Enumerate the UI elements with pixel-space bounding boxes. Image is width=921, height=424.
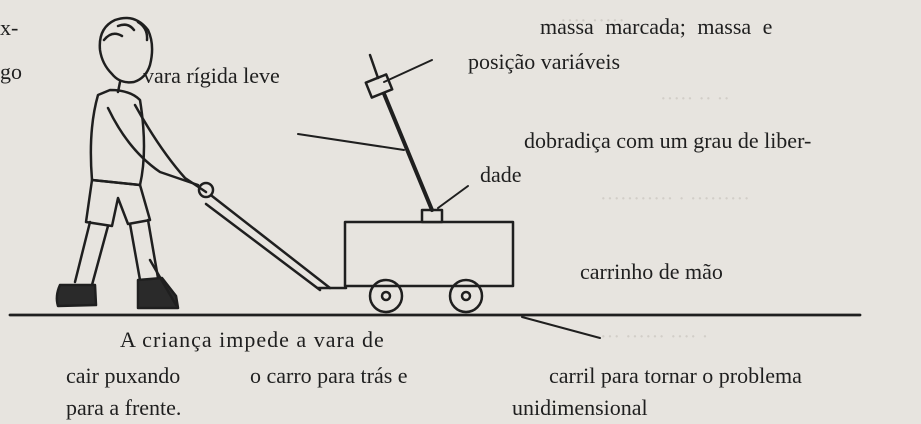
label-hinge-line1: dobradiça com um grau de liber- [524, 128, 812, 153]
label-hinge-line2: dade [480, 162, 522, 187]
rigid-rod [378, 82, 434, 212]
leader-mass [383, 59, 433, 83]
cart-wheel-left [368, 278, 404, 314]
caption-child-line2a: cair puxando [66, 363, 181, 388]
caption-rail-line1: carril para tornar o problema [549, 363, 802, 388]
leader-rail [521, 316, 601, 339]
cart-handle [210, 194, 332, 290]
leader-hinge [437, 185, 469, 209]
caption-child-line2b: o carro para trás e [250, 363, 408, 388]
caption-child-line1: A criança impede a vara de [120, 327, 385, 352]
bleed-through-text: ··········· · ········· [600, 188, 750, 210]
label-rod: vara rígida leve [143, 63, 280, 88]
bleed-through-text: ····· ·· ·· [660, 88, 730, 110]
child-figure [55, 16, 215, 310]
label-mass-line1: massa marcada; massa e [540, 14, 773, 39]
leader-rod [297, 133, 405, 151]
label-mass-line2: posição variáveis [468, 49, 621, 74]
cut-fragment-second: go [0, 59, 22, 84]
label-cart: carrinho de mão [580, 259, 723, 284]
cart-wheel-right [448, 278, 484, 314]
caption-rail-line2: unidimensional [512, 395, 648, 420]
cut-fragment-top: x- [0, 15, 19, 40]
bleed-through-text: ··· ······ ···· · [600, 326, 709, 348]
caption-child-line3: para a frente. [66, 395, 182, 420]
cart-body [343, 220, 515, 288]
bleed-through-text: ···· ····· [560, 10, 625, 32]
